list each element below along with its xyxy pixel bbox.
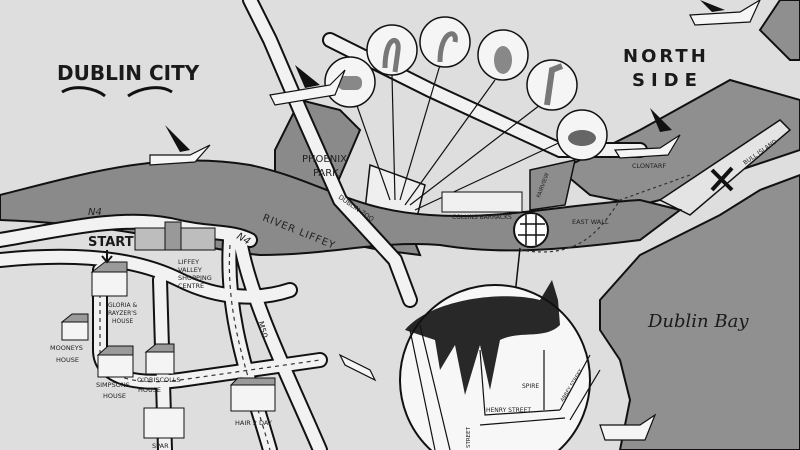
simpsons-label-1: SIMPSONS <box>96 381 130 389</box>
mooneys-label-1: MOONEYS <box>50 344 83 352</box>
seagull-icon <box>689 0 761 26</box>
hair-2-day-icon <box>230 384 276 412</box>
seagull-icon <box>613 134 681 159</box>
liffey-valley-label-4: CENTRE <box>178 282 204 290</box>
map-title: DUBLIN CITY <box>57 61 200 85</box>
liffey-valley-label-2: VALLEY <box>178 266 202 274</box>
hair-2-day-label: HAIR 2 DAY <box>235 419 272 427</box>
o-connell-street-label: STREET <box>466 426 472 448</box>
odriscolls-house-icon <box>145 351 175 375</box>
n4-west-label: N4 <box>88 207 102 218</box>
mooneys-house-icon <box>61 321 89 341</box>
north-side-label-2: SIDE <box>632 70 703 91</box>
start-label: START <box>88 235 134 250</box>
seagull-icon <box>269 69 346 106</box>
collins-barracks-building <box>441 191 523 213</box>
simpsons-label-2: HOUSE <box>103 392 126 400</box>
clontarf-label: CLONTARF <box>632 162 666 170</box>
shadow-creature-illustration <box>405 280 560 395</box>
city-centre-marker <box>513 212 549 248</box>
spire-label: SPIRE <box>522 383 539 390</box>
collins-barracks-label: COLLINS BARRACKS <box>452 214 512 221</box>
title-flourish <box>61 86 173 98</box>
gloria-label-1: GLORIA & <box>108 302 137 309</box>
seagull-icon <box>599 413 657 441</box>
gloria-label-3: HOUSE <box>112 318 133 325</box>
sea-top-right <box>758 0 800 61</box>
liffey-valley-label-1: LIFFEY <box>178 258 199 266</box>
m50-label: M50 <box>256 320 269 339</box>
henry-street-label: HENRY STREET <box>486 407 531 414</box>
odriscolls-label-1: O'DRISCOLLS <box>137 376 181 384</box>
spar-label: SPAR <box>152 442 169 450</box>
phoenix-park-label-1: PHOENIX <box>302 154 347 165</box>
gloria-label-2: RAYZER'S <box>108 310 137 317</box>
seagull-icon <box>149 144 211 166</box>
dublin-bay-label: Dublin Bay <box>647 311 749 332</box>
seagulls <box>149 0 761 441</box>
gloria-rayzer-house-icon <box>91 271 128 297</box>
simpsons-house-icon <box>97 354 134 378</box>
spar-icon <box>143 407 185 439</box>
zoo-pointer-lines <box>354 64 566 211</box>
dublin-bay <box>599 173 800 450</box>
odriscolls-label-2: HOUSE <box>138 386 161 394</box>
start-arrow-icon <box>101 250 113 264</box>
east-wall-label: EAST WALL <box>572 218 609 226</box>
phoenix-park-label-2: PARK <box>313 168 339 179</box>
liffey-valley-label-3: SHOPPING <box>178 274 212 282</box>
seagull-icon <box>338 353 377 382</box>
fairview-area <box>529 159 576 211</box>
snake-icon <box>366 24 418 76</box>
houses <box>61 271 276 439</box>
north-side-label-1: NORTH <box>623 46 709 67</box>
mooneys-label-2: HOUSE <box>56 356 79 364</box>
